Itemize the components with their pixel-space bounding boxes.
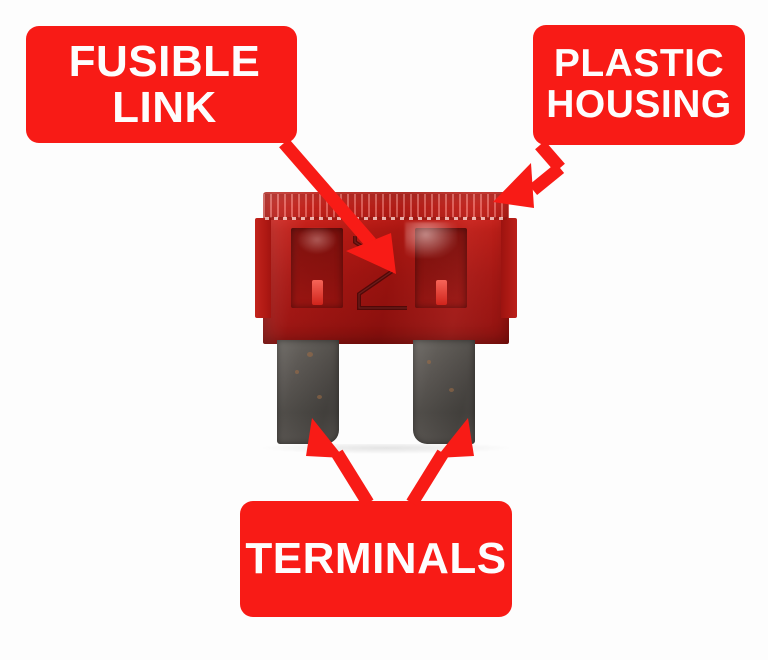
fusible-link-element <box>353 236 407 310</box>
blade-fuse-image <box>255 192 517 449</box>
callout-fusible-link-line-1: FUSIBLE <box>68 36 261 86</box>
fuse-probe-slot-right <box>436 280 447 305</box>
fuse-drop-shadow <box>262 444 510 454</box>
terminal-corrosion-speck <box>295 370 299 374</box>
callout-terminals[interactable]: TERMINALS <box>240 501 512 617</box>
callout-plastic-housing-line-2: HOUSING <box>546 83 732 126</box>
fuse-housing-highlight-left <box>297 228 337 254</box>
fuse-housing-top-ridges <box>263 194 509 218</box>
fuse-probe-slot-left <box>312 280 323 305</box>
fuse-housing-right-shoulder <box>501 218 517 318</box>
fuse-housing-ridge-seam <box>265 217 507 220</box>
callout-fusible-link-line-2: LINK <box>112 82 217 132</box>
terminal-corrosion-speck <box>427 360 431 364</box>
fuse-terminal-left <box>277 340 339 444</box>
callout-plastic-housing-line-1: PLASTIC <box>553 42 725 86</box>
callout-terminals-line-1: TERMINALS <box>245 534 507 584</box>
fuse-housing-left-shoulder <box>255 218 271 318</box>
callout-fusible-link[interactable]: FUSIBLE LINK <box>26 26 297 143</box>
fuse-housing-highlight-right <box>405 222 457 258</box>
callout-plastic-housing[interactable]: PLASTIC HOUSING <box>533 25 745 145</box>
terminal-corrosion-speck <box>317 395 322 399</box>
fuse-terminal-right <box>413 340 475 444</box>
terminal-corrosion-speck <box>449 388 454 392</box>
terminal-corrosion-speck <box>307 352 313 357</box>
